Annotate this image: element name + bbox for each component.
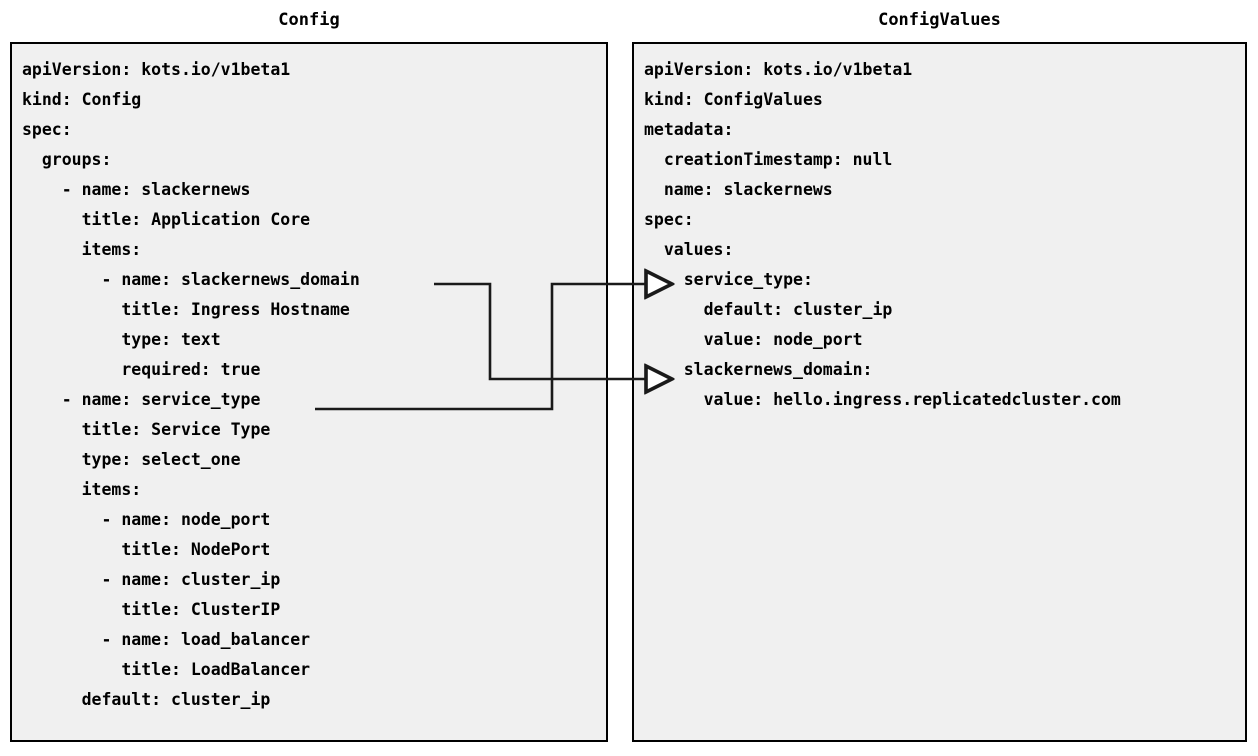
config-yaml-line: kind: Config — [22, 90, 142, 109]
config-yaml-line: groups: — [22, 150, 112, 169]
config-panel-title: Config — [278, 10, 340, 30]
configvalues-panel-title: ConfigValues — [878, 10, 1001, 30]
configvalues-yaml-body: apiVersion: kots.io/v1beta1 kind: ConfigV… — [634, 44, 1245, 740]
config-yaml-line: title: Application Core — [22, 210, 311, 229]
config-yaml-line: items: — [22, 240, 142, 259]
config-yaml-line: - name: node_port — [22, 510, 271, 529]
config-yaml-line: type: select_one — [22, 450, 241, 469]
config-yaml-line: apiVersion: kots.io/v1beta1 — [22, 60, 291, 79]
config-yaml-line: - name: load_balancer — [22, 630, 311, 649]
configvalues-yaml-line: name: slackernews — [644, 180, 833, 199]
config-yaml-line: - name: cluster_ip — [22, 570, 281, 589]
configvalues-yaml-panel: apiVersion: kots.io/v1beta1 kind: ConfigV… — [632, 42, 1247, 742]
configvalues-yaml-line: value: hello.ingress.replicatedcluster.c… — [644, 390, 1121, 409]
configvalues-yaml-line: default: cluster_ip — [644, 300, 893, 319]
config-yaml-line: default: cluster_ip — [22, 690, 271, 709]
config-yaml-line: type: text — [22, 330, 221, 349]
config-yaml-line: required: true — [22, 360, 261, 379]
configvalues-yaml-line: value: node_port — [644, 330, 863, 349]
config-yaml-line: - name: service_type — [22, 390, 261, 409]
config-yaml-line: - name: slackernews — [22, 180, 251, 199]
config-yaml-line: title: Service Type — [22, 420, 271, 439]
configvalues-yaml-line: values: — [644, 240, 734, 259]
configvalues-yaml-line: slackernews_domain: — [644, 360, 873, 379]
configvalues-yaml-line: spec: — [644, 210, 694, 229]
config-yaml-line: title: NodePort — [22, 540, 271, 559]
configvalues-yaml-line: metadata: — [644, 120, 734, 139]
config-yaml-line: title: ClusterIP — [22, 600, 281, 619]
config-yaml-body: apiVersion: kots.io/v1beta1 kind: Config s… — [12, 44, 606, 740]
config-yaml-line: title: Ingress Hostname — [22, 300, 350, 319]
config-yaml-panel: apiVersion: kots.io/v1beta1 kind: Config s… — [10, 42, 608, 742]
config-yaml-line: spec: — [22, 120, 72, 139]
config-yaml-line: - name: slackernews_domain — [22, 270, 360, 289]
configvalues-yaml-line: kind: ConfigValues — [644, 90, 823, 109]
configvalues-yaml-line: service_type: — [644, 270, 813, 289]
config-yaml-line: title: LoadBalancer — [22, 660, 311, 679]
configvalues-yaml-line: apiVersion: kots.io/v1beta1 — [644, 60, 913, 79]
config-yaml-line: items: — [22, 480, 142, 499]
configvalues-yaml-line: creationTimestamp: null — [644, 150, 893, 169]
